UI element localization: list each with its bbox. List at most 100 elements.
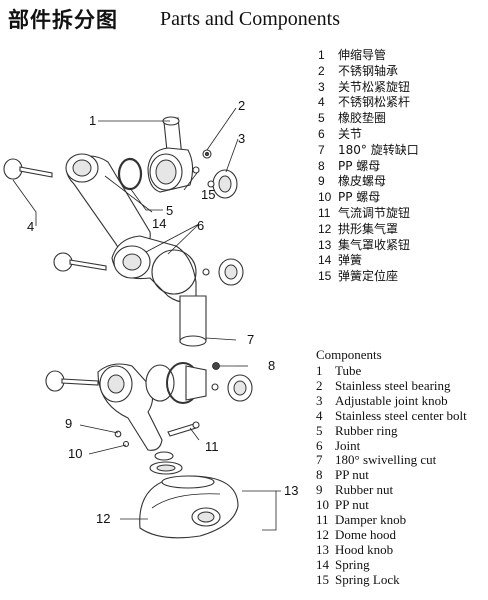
- center-bolt-lower: [45, 370, 99, 392]
- middle-joint-part: [111, 235, 197, 303]
- item-number: 4: [316, 407, 323, 423]
- leader-lines: [12, 107, 281, 531]
- item-name: Stainless steel center bolt: [335, 407, 467, 423]
- list-item: 9 橡皮螺母: [318, 174, 419, 190]
- item-number: 1: [318, 48, 325, 62]
- lower-joint-part: [145, 362, 207, 404]
- item-number: 7: [316, 452, 323, 468]
- joint-knob-lower: [211, 374, 253, 402]
- item-name: Joint: [335, 437, 361, 453]
- center-bolt-upper: [3, 158, 53, 180]
- rubber-ring-upper: [117, 157, 143, 191]
- item-name: Tube: [335, 363, 362, 378]
- item-name: PP 螺母: [338, 190, 381, 205]
- item-number: 2: [316, 377, 323, 393]
- item-name: Rubber ring: [335, 422, 398, 438]
- callout-14: 14: [152, 216, 166, 231]
- callout-11: 11: [205, 439, 219, 454]
- item-name: 集气罩收紧钮: [338, 237, 411, 252]
- item-number: 14: [318, 253, 332, 268]
- callout-5: 5: [166, 203, 173, 218]
- title-chinese: 部件拆分图: [8, 8, 118, 32]
- list-item: 1 伸缩导管: [318, 48, 419, 64]
- item-name: 气流调节旋钮: [338, 205, 411, 220]
- list-item: 11 气流调节旋钮: [318, 206, 419, 222]
- hood-knob-part: [191, 507, 221, 527]
- components-heading: Components: [316, 347, 382, 362]
- callout-12: 12: [96, 511, 110, 526]
- callout-labels: 1 2 3 4 5 6 7 8 9 10 11 12 13 14 15: [27, 98, 298, 526]
- callout-8: 8: [268, 358, 275, 373]
- item-number: 3: [318, 79, 325, 94]
- item-name: 橡皮螺母: [338, 174, 387, 189]
- item-number: 12: [318, 221, 332, 236]
- list-item: 5 橡胶垫圈: [318, 111, 419, 127]
- joint-knob-upper: [207, 169, 238, 199]
- item-number: 9: [316, 482, 323, 498]
- swivel-tube-part: [179, 295, 207, 347]
- item-number: 10: [318, 190, 332, 205]
- callout-10: 10: [68, 446, 82, 461]
- list-item: 10 PP 螺母: [318, 190, 419, 206]
- callout-1: 1: [89, 113, 96, 128]
- list-item: 8 PP 螺母: [318, 159, 419, 175]
- callout-4: 4: [27, 219, 34, 234]
- item-number: 14: [316, 556, 329, 572]
- item-name: 不锈钢轴承: [338, 63, 399, 78]
- item-name: Damper knob: [335, 512, 407, 528]
- item-number: 10: [316, 497, 329, 513]
- list-item: 6 Joint: [316, 437, 467, 454]
- item-name: 弹簧定位座: [338, 269, 399, 284]
- list-item: 2 不锈钢轴承: [318, 64, 419, 80]
- list-item: 10 PP nut: [316, 497, 467, 513]
- item-name: Stainless steel bearing: [335, 377, 451, 393]
- item-number: 2: [318, 63, 325, 78]
- item-number: 15: [316, 571, 329, 587]
- item-number: 11: [316, 512, 329, 528]
- callout-3: 3: [238, 131, 245, 146]
- item-name: PP nut: [335, 467, 369, 483]
- item-number: 12: [316, 526, 329, 542]
- callout-9: 9: [65, 416, 72, 431]
- item-number: 5: [318, 111, 325, 126]
- title-english: Parts and Components: [160, 8, 340, 30]
- item-name: 弹簧: [338, 253, 363, 268]
- damper-knob-part: [167, 421, 200, 437]
- item-name: 伸缩导管: [338, 48, 387, 62]
- center-bolt-middle: [53, 252, 107, 272]
- item-number: 9: [318, 174, 325, 189]
- item-number: 8: [318, 158, 325, 173]
- item-name: 180° 旋转缺口: [338, 142, 419, 157]
- list-item: 2 Stainless steel bearing: [316, 377, 467, 394]
- callout-2: 2: [238, 98, 245, 113]
- list-item: 14 弹簧: [318, 253, 419, 269]
- item-number: 6: [316, 437, 323, 453]
- item-name: PP 螺母: [338, 158, 381, 173]
- callout-15: 15: [201, 187, 215, 202]
- list-item: 11 Damper knob: [316, 512, 467, 528]
- item-name: 橡胶垫圈: [338, 111, 387, 126]
- item-name: PP nut: [335, 497, 369, 513]
- callout-13: 13: [284, 483, 298, 498]
- item-number: 3: [316, 392, 323, 408]
- item-number: 11: [318, 205, 331, 220]
